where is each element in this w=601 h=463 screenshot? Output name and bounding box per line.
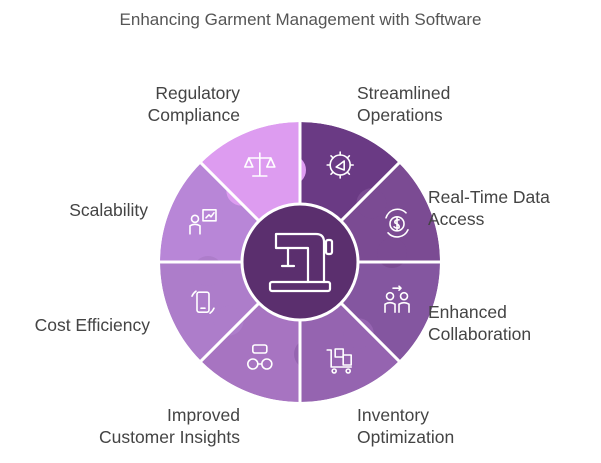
puzzle-tab — [343, 318, 374, 349]
settings-megaphone-icon — [326, 151, 354, 179]
seam-line — [198, 160, 261, 223]
label-line: Enhanced — [428, 302, 507, 322]
label-line: Regulatory — [155, 83, 240, 103]
puzzle-tab — [226, 175, 257, 206]
label-line: Customer Insights — [98, 427, 240, 447]
label-line: Collaboration — [428, 324, 532, 344]
money-cycle-icon — [385, 208, 409, 238]
seam-line — [339, 301, 402, 364]
customer-chat-icon — [247, 344, 273, 370]
puzzle-tab — [213, 305, 244, 336]
seam-line — [339, 160, 402, 223]
label-line: Improved — [167, 405, 240, 425]
label-line: Optimization — [357, 427, 455, 447]
outer-rim — [158, 120, 442, 404]
balance-scale-icon — [244, 152, 276, 177]
label-line: Real-Time Data — [428, 187, 550, 207]
label-scalability: Scalability — [69, 199, 148, 221]
label-line: Streamlined — [357, 83, 451, 103]
label-line: Scalability — [69, 200, 148, 220]
label-line: Access — [428, 209, 485, 229]
seam-line — [198, 301, 261, 364]
label-line: Cost Efficiency — [34, 315, 150, 335]
label-line: Inventory — [357, 405, 429, 425]
presenter-chart-icon — [189, 209, 217, 235]
label-line: Operations — [357, 105, 443, 125]
sewing-machine-icon — [268, 232, 334, 293]
puzzle-tab — [356, 188, 387, 219]
center-disc — [240, 202, 360, 322]
inventory-cart-icon — [326, 348, 352, 374]
label-cost-efficiency: Cost Efficiency — [35, 314, 150, 336]
diagram-title: Enhancing Garment Management with Softwa… — [119, 10, 482, 29]
people-exchange-icon — [384, 285, 410, 313]
label-line: Compliance — [147, 105, 240, 125]
phone-exchange-icon — [191, 290, 215, 314]
